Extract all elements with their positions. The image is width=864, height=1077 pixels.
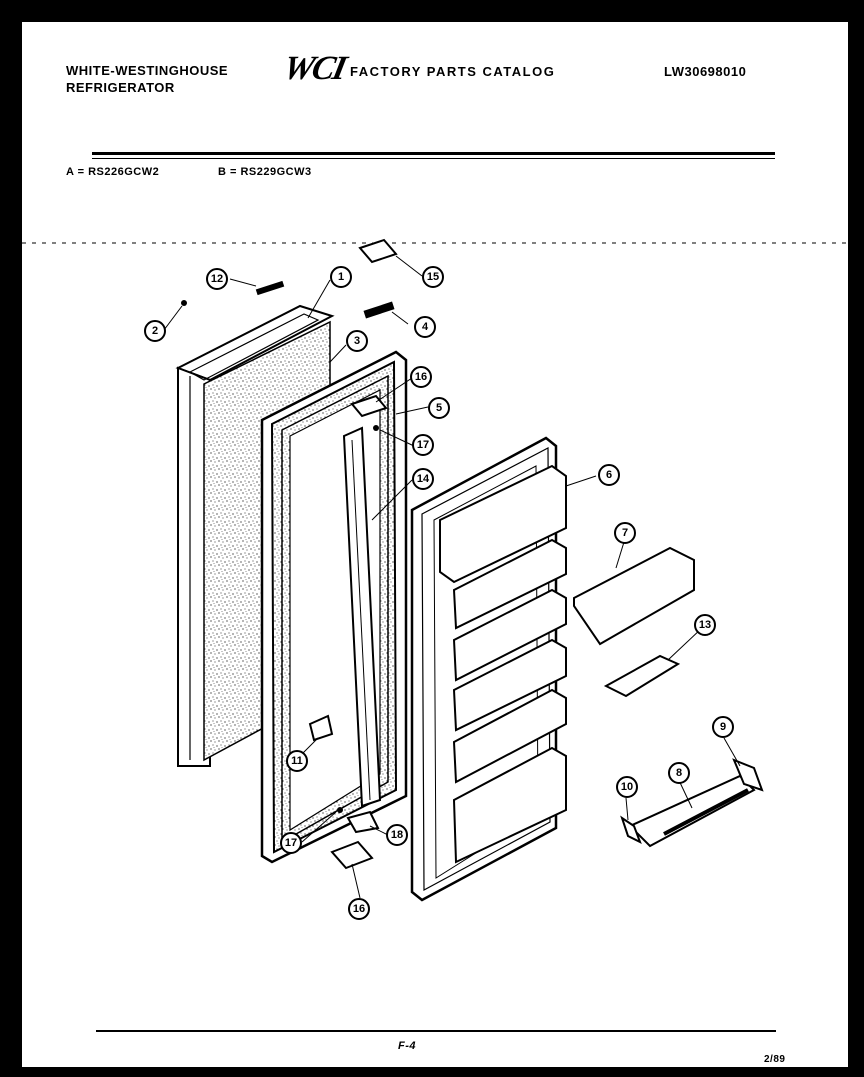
tray-part-13 (603, 654, 681, 698)
model-a: A = RS226GCW2 (66, 166, 160, 178)
liner-shelves (439, 464, 567, 864)
part-17-screw-top (373, 425, 379, 431)
brand-block: WHITE-WESTINGHOUSE REFRIGERATOR (66, 62, 228, 96)
brand-name: WHITE-WESTINGHOUSE (66, 63, 229, 78)
callout-2: 2 (144, 320, 166, 342)
callout-16-bottom: 16 (348, 898, 370, 920)
part-15-bracket (358, 238, 398, 264)
callout-17-bottom: 17 (280, 832, 302, 854)
callout-1: 1 (330, 266, 352, 288)
shelf-bar-part-8 (628, 774, 756, 848)
callout-12: 12 (206, 268, 228, 290)
callout-6: 6 (598, 464, 620, 486)
part-9-end-cap (732, 758, 764, 792)
header-rule-thin (92, 158, 775, 159)
door-shelf-part-7 (573, 546, 695, 646)
callout-7: 7 (614, 522, 636, 544)
part-17-screw-bottom (337, 807, 343, 813)
callout-11: 11 (286, 750, 308, 772)
callout-17-top: 17 (412, 434, 434, 456)
product-type: REFRIGERATOR (66, 80, 175, 95)
page-mark: F-4 (398, 1040, 416, 1052)
part-18-bracket (330, 840, 374, 870)
callout-15: 15 (422, 266, 444, 288)
outer-door-panel (175, 304, 335, 767)
model-b: B = RS229GCW3 (218, 166, 312, 178)
catalog-title: FACTORY PARTS CATALOG (350, 64, 556, 79)
callout-9: 9 (712, 716, 734, 738)
part-10-end-cap (620, 815, 642, 845)
part-11-bracket (308, 714, 334, 742)
callout-3: 3 (346, 330, 368, 352)
part-12-strip (255, 280, 285, 296)
shelf-bar-rail (663, 788, 749, 836)
part-4-clip (363, 301, 395, 319)
callout-8: 8 (668, 762, 690, 784)
part-2-screw (181, 300, 187, 306)
callout-10: 10 (616, 776, 638, 798)
callout-4: 4 (414, 316, 436, 338)
door-channel-bar (342, 426, 382, 808)
callout-14: 14 (412, 468, 434, 490)
callout-19: 18 (386, 824, 408, 846)
publication-number: LW30698010 (664, 64, 747, 79)
callout-5: 5 (428, 397, 450, 419)
footer-rule (96, 1030, 776, 1032)
door-gasket-frame (260, 350, 408, 864)
part-19-bracket (346, 810, 380, 834)
revision-date: 2/89 (764, 1054, 786, 1065)
header-rule-thick (92, 152, 775, 155)
callout-16-top: 16 (410, 366, 432, 388)
callout-13: 13 (694, 614, 716, 636)
